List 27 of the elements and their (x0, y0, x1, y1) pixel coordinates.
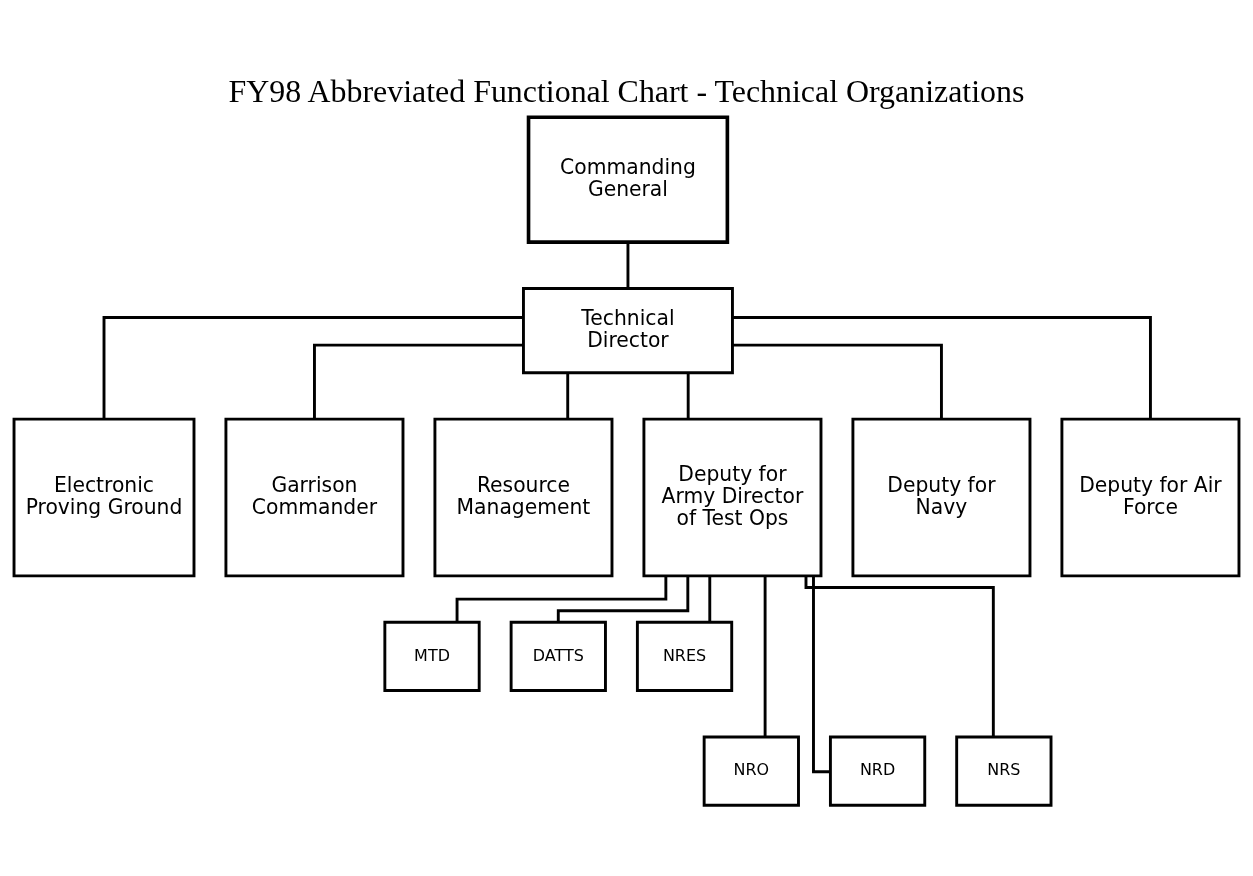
node-box: NRES (635, 620, 734, 692)
node-box: NRS (955, 735, 1053, 807)
connector (804, 576, 995, 737)
node-box: Technical Director (522, 287, 734, 375)
connector (102, 316, 524, 420)
connector (556, 576, 690, 623)
node-box: Deputy for Army Director of Test Ops (642, 417, 823, 578)
node-box: NRD (828, 735, 927, 807)
node-box: Deputy for Air Force (1060, 417, 1241, 578)
node-box: Electronic Proving Ground (12, 417, 196, 578)
connector (812, 576, 831, 774)
node-box: Garrison Commander (224, 417, 405, 578)
diagram-title: FY98 Abbreviated Functional Chart - Technical Organizations (228, 74, 1025, 110)
connector (732, 343, 943, 420)
node-box: MTD (383, 620, 481, 692)
connector (708, 576, 712, 623)
connector (313, 343, 524, 420)
connector (733, 316, 1152, 420)
node-box: NRO (702, 735, 800, 807)
connector (686, 372, 690, 419)
node-box: Deputy for Navy (851, 417, 1032, 578)
node-box: Resource Management (433, 417, 614, 578)
node-box: DATTS (509, 620, 607, 692)
connector (626, 242, 630, 289)
node-box: Commanding General (526, 115, 730, 244)
connector (763, 575, 767, 737)
connector (566, 372, 570, 419)
